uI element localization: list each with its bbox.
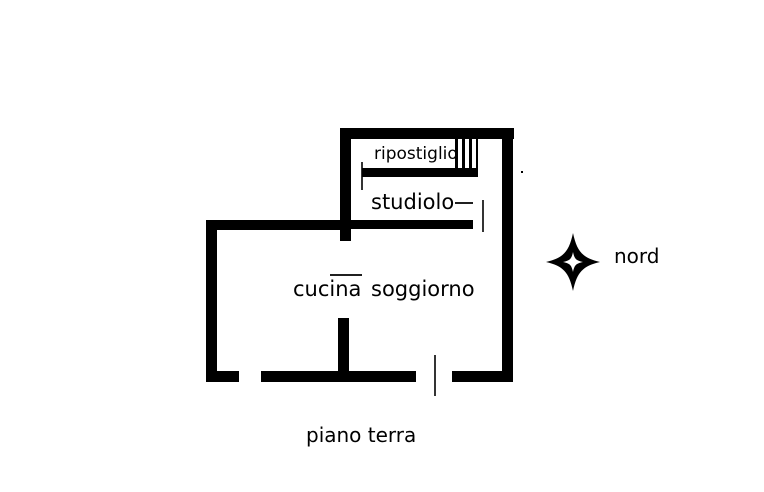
wall-ripostiglio-south <box>362 168 478 177</box>
stair-hatching-group <box>455 138 478 175</box>
stair-riser-3 <box>469 138 472 169</box>
wall-left-exterior <box>206 220 217 382</box>
compass-label-nord: nord <box>614 244 660 268</box>
opening-marker-group <box>361 162 484 396</box>
wall-bottom-middle <box>261 371 416 382</box>
door-leaf-group <box>330 202 473 276</box>
wall-upper-top <box>340 128 514 139</box>
stair-riser-2 <box>462 138 465 175</box>
compass-rose-icon <box>546 233 600 291</box>
stair-riser-4 <box>476 138 478 169</box>
room-label-ripostiglio: ripostiglio <box>374 144 458 164</box>
artifact-dot <box>521 171 523 173</box>
wall-upper-left <box>340 128 351 241</box>
stair-riser-1 <box>455 138 458 175</box>
wall-group <box>206 128 514 382</box>
wall-left-wing-top <box>206 220 346 230</box>
wall-studiolo-south <box>346 220 473 229</box>
room-label-studiolo: studiolo <box>371 190 455 214</box>
room-label-soggiorno: soggiorno <box>371 277 475 301</box>
artifact-group <box>521 171 523 173</box>
room-label-cucina: cucina <box>293 277 362 301</box>
wall-bottom-left-stub <box>206 371 239 382</box>
compass-star-inner <box>563 252 583 272</box>
plan-caption: piano terra <box>306 423 417 447</box>
wall-bottom-right <box>452 371 513 382</box>
wall-right-exterior <box>502 128 513 382</box>
wall-partition-cucina-soggiorno <box>338 318 349 374</box>
